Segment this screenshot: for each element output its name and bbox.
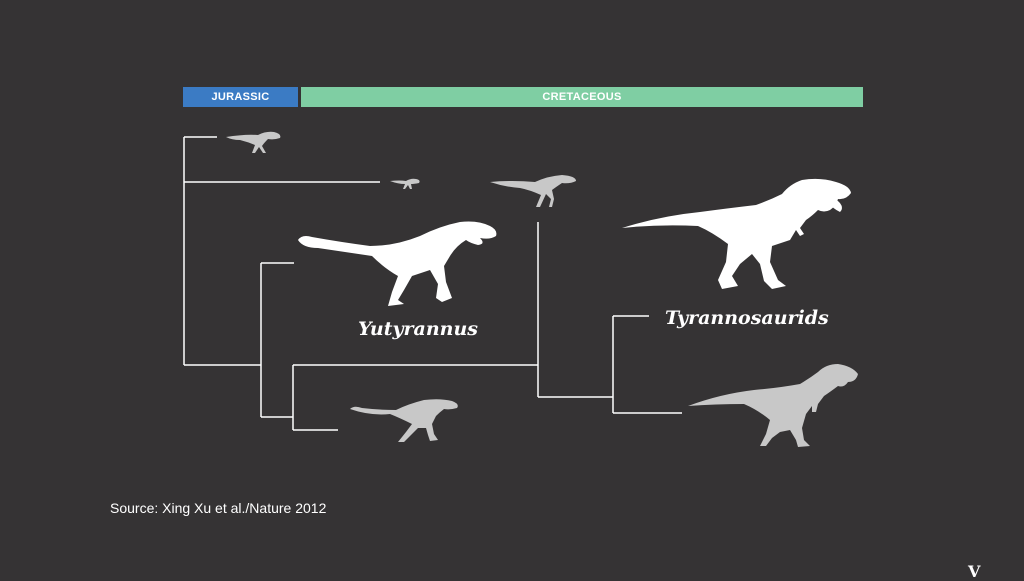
dinosaur-silhouette-small-1 (226, 131, 281, 153)
dinosaur-silhouette-tiny-2 (390, 178, 420, 189)
dinosaur-silhouette-tyrannosaurid-lower (688, 364, 858, 447)
cretaceous-period-bar: CRETACEOUS (301, 87, 863, 107)
dinosaur-silhouette-tyrannosaurus-large (622, 178, 851, 289)
dinosaur-silhouette-yutyrannus (298, 221, 497, 306)
dinosaur-silhouette-small-3 (490, 175, 576, 207)
source-credit: Source: Xing Xu et al./Nature 2012 (110, 500, 327, 516)
tree-branches (183, 136, 682, 431)
label-yutyrannus: Yutyrannus (358, 318, 479, 340)
dinosaur-silhouette-lower-theropod (350, 399, 458, 442)
label-tyrannosaurids: Tyrannosaurids (665, 307, 829, 329)
jurassic-period-bar: JURASSIC (183, 87, 298, 107)
